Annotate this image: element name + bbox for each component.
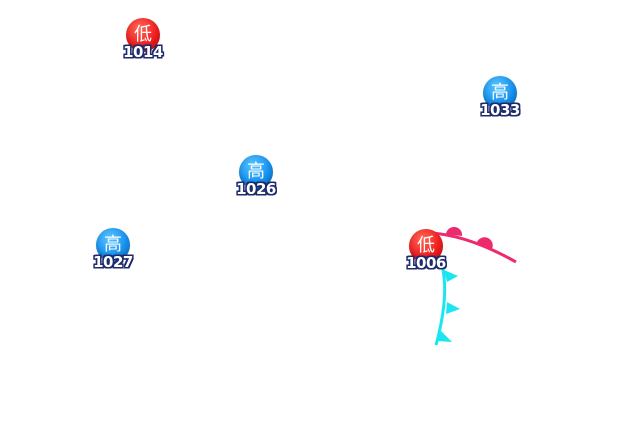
pressure-label: 1026 bbox=[236, 180, 276, 198]
pressure-label: 1033 bbox=[480, 101, 520, 119]
cold-front-barb bbox=[446, 302, 460, 314]
warm-front-bump bbox=[477, 237, 493, 249]
high-pressure-center: 高 1027 bbox=[83, 228, 143, 288]
high-pressure-icon: 高 bbox=[96, 228, 130, 262]
warm-front-line bbox=[431, 231, 517, 264]
high-pressure-icon: 高 bbox=[483, 76, 517, 110]
high-pressure-center: 高 1026 bbox=[226, 155, 286, 215]
pressure-label: 1027 bbox=[93, 253, 133, 271]
high-pressure-icon: 高 bbox=[239, 155, 273, 189]
cold-front-barb bbox=[438, 331, 452, 342]
pressure-label: 1014 bbox=[123, 43, 163, 61]
low-pressure-icon: 低 bbox=[409, 229, 443, 263]
warm-front-bump bbox=[446, 226, 463, 236]
cold-front-barb bbox=[444, 270, 458, 282]
low-pressure-center: 低 1014 bbox=[113, 18, 173, 78]
pressure-label: 1006 bbox=[406, 254, 446, 272]
low-pressure-center: 低 1006 bbox=[396, 229, 456, 289]
cold-front-line bbox=[434, 257, 447, 346]
low-pressure-icon: 低 bbox=[126, 18, 160, 52]
high-pressure-center: 高 1033 bbox=[470, 76, 530, 136]
